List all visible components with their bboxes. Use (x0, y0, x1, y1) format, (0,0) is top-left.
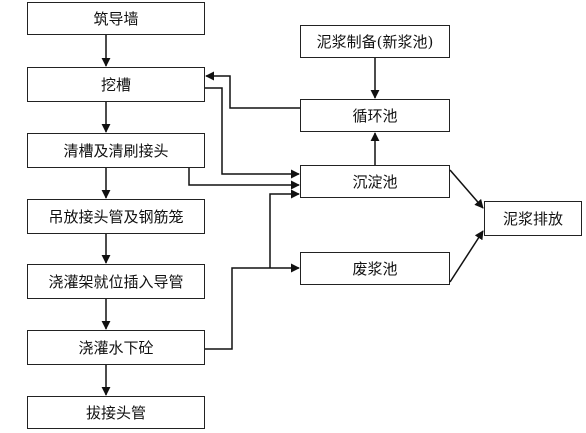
arrow-waste-to-discharge (449, 230, 484, 283)
node-settling-pool: 沉淀池 (300, 165, 450, 198)
arrow-circulation-to-trench (205, 71, 300, 109)
step-hoist-joint-pipe-cage: 吊放接头管及钢筋笼 (27, 199, 205, 234)
step-pour-underwater-concrete: 浇灌水下砼 (27, 330, 205, 365)
step-pouring-frame: 浇灌架就位插入导管 (27, 264, 205, 299)
step-clean-trench: 清槽及清刷接头 (27, 133, 205, 168)
arrow-clean-to-settling (188, 168, 300, 190)
node-mud-preparation: 泥浆制备(新浆池) (300, 25, 450, 58)
node-waste-mud-pool: 废浆池 (300, 252, 450, 285)
node-circulation-pool: 循环池 (300, 99, 450, 132)
step-excavate-trench: 挖槽 (27, 67, 205, 102)
arrow-trench-to-settling (205, 87, 300, 179)
arrow-pour-to-pools (205, 263, 300, 350)
step-build-guide-wall: 筑导墙 (27, 2, 205, 35)
arrow-pour-to-settling (269, 189, 300, 268)
step-pull-joint-pipe: 拔接头管 (27, 396, 205, 429)
node-mud-discharge: 泥浆排放 (484, 201, 582, 236)
arrow-settling-to-discharge (449, 169, 484, 209)
